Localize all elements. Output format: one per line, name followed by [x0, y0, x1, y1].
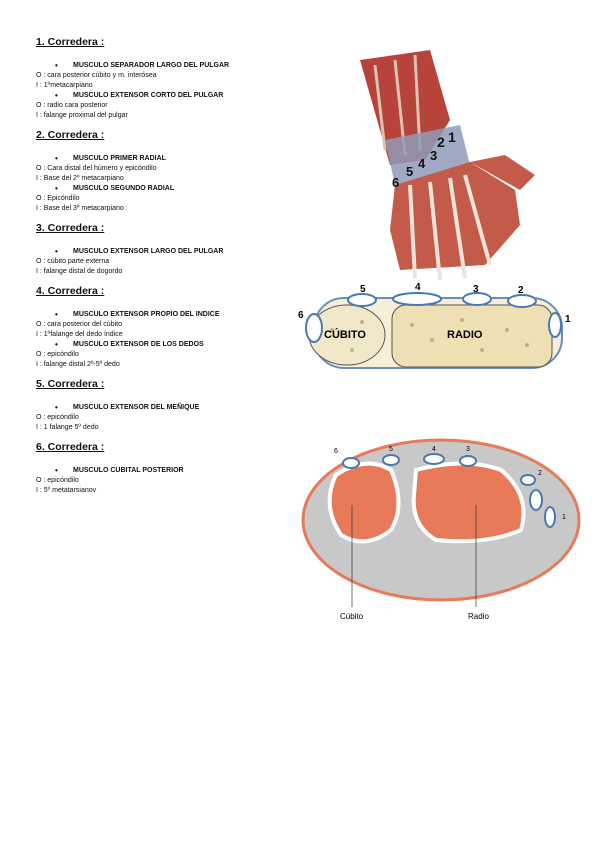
origin-line: O : Cara distal del húmero y epicóndilo [36, 165, 157, 172]
muscle-name: MUSCULO EXTENSOR CORTO DEL PULGAR [36, 91, 286, 100]
muscle-name: MUSCULO EXTENSOR LARGO DEL PULGAR [36, 247, 286, 256]
compartment-number: 1 [562, 514, 566, 521]
insertion-line: I : falange proximal del pulgar [36, 112, 128, 119]
muscle-name: MUSCULO SEPARADOR LARGO DEL PULGAR [36, 61, 286, 70]
compartment-number: 2 [518, 285, 524, 296]
section-1: 1. Corredera : MUSCULO SEPARADOR LARGO D… [36, 36, 286, 119]
compartment-number: 4 [418, 156, 426, 171]
muscle-name: MUSCULO EXTENSOR PROPIO DEL INDICE [36, 310, 286, 319]
radius-label: RADIO [447, 329, 483, 341]
muscle-name: MUSCULO CUBITAL POSTERIOR [36, 466, 286, 475]
section-heading: 2. Corredera : [36, 129, 105, 141]
bone-texture [330, 318, 529, 352]
insertion-line: I : Base del 2º metacarpiano [36, 175, 124, 182]
section-5: 5. Corredera : MUSCULO EXTENSOR DEL MEÑI… [36, 378, 286, 431]
insertion-line: I : 5º metatarsianov [36, 487, 97, 494]
section-3: 3. Corredera : MUSCULO EXTENSOR LARGO DE… [36, 222, 286, 275]
insertion-line: I : 1 falange 5º dedo [36, 424, 99, 431]
insertion-line: I : 1ºmetacarpiano [36, 82, 93, 89]
compartment-number: 1 [448, 129, 456, 145]
muscle-name: MUSCULO PRIMER RADIAL [36, 154, 286, 163]
compartment-number: 4 [432, 446, 436, 453]
compartment-number: 6 [392, 175, 399, 190]
origin-line: O : cara posterior cúbito y m. interósea [36, 72, 157, 79]
tendon-tunnels [342, 453, 556, 528]
cross-section-schematic: 5 4 3 2 6 1 CÚBITO RADIO [298, 282, 571, 369]
radius-caption: Radio [468, 612, 489, 621]
ulna-label: CÚBITO [324, 328, 366, 341]
compartment-number: 3 [430, 148, 437, 163]
origin-line: O : epicóndilo [36, 414, 79, 421]
muscle-name: MUSCULO EXTENSOR DEL MEÑIQUE [36, 403, 286, 412]
hand-illustration: 2 1 3 4 5 6 [360, 50, 535, 281]
section-heading: 3. Corredera : [36, 222, 105, 234]
section-4: 4. Corredera : MUSCULO EXTENSOR PROPIO D… [36, 285, 286, 368]
insertion-line: I : Base del 3º metacarpiano [36, 205, 124, 212]
origin-line: O : epicóndilo [36, 351, 79, 358]
section-heading: 1. Corredera : [36, 36, 105, 48]
insertion-line: I : falange distal 2º-5º dedo [36, 361, 120, 368]
origin-line: O : epicóndilo [36, 477, 79, 484]
ulna-bone [327, 461, 401, 544]
thumb [470, 155, 535, 190]
compartment-number: 5 [360, 284, 366, 295]
compartment-number: 2 [538, 470, 542, 477]
compartment-number: 2 [437, 134, 445, 150]
compartment-number: 3 [473, 284, 479, 295]
cross-section-illustration: 6 5 4 3 2 1 Cúbito Radio [301, 438, 581, 621]
section-2: 2. Corredera : MUSCULO PRIMER RADIAL O :… [36, 129, 286, 212]
section-heading: 5. Corredera : [36, 378, 105, 390]
origin-line: O : cúbito parte externa [36, 258, 110, 265]
ulna-caption: Cúbito [340, 612, 364, 621]
insertion-line: I : 1ºfalange del dedo índice [36, 331, 123, 338]
compartment-number: 4 [415, 282, 421, 293]
finger-tendons [408, 174, 492, 281]
text-column: 1. Corredera : MUSCULO SEPARADOR LARGO D… [36, 36, 286, 504]
tendon-tunnels [305, 292, 562, 343]
compartment-number: 6 [298, 310, 304, 321]
section-heading: 4. Corredera : [36, 285, 105, 297]
radius-bone [411, 461, 526, 544]
compartment-number: 5 [406, 164, 413, 179]
section-heading: 6. Corredera : [36, 441, 105, 453]
compartment-number: 1 [565, 314, 571, 325]
compartment-number: 6 [334, 448, 338, 455]
compartment-number: 3 [466, 446, 470, 453]
origin-line: O : radio cara posterior [36, 102, 108, 109]
section-6: 6. Corredera : MUSCULO CUBITAL POSTERIOR… [36, 441, 286, 494]
muscle-name: MUSCULO SEGUNDO RADIAL [36, 184, 286, 193]
origin-line: O : cara posterior del cúbito [36, 321, 122, 328]
origin-line: O : Epicóndilo [36, 195, 80, 202]
muscle-name: MUSCULO EXTENSOR DE LOS DEDOS [36, 340, 286, 349]
compartment-number: 5 [389, 446, 393, 453]
insertion-line: I : falange distal de dogordo [36, 268, 123, 275]
